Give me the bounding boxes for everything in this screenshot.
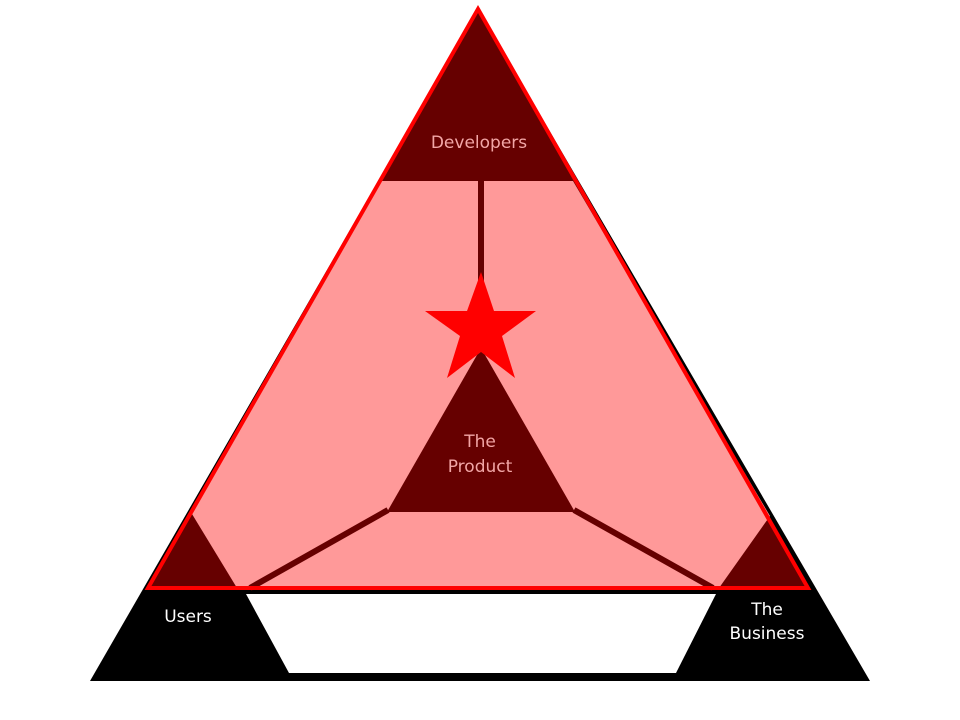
base-band bbox=[246, 594, 716, 673]
label-developers: Developers bbox=[431, 133, 527, 153]
product-triangle bbox=[387, 348, 575, 512]
highlight-border bbox=[144, 4, 812, 590]
label-business-line1: The bbox=[750, 600, 783, 620]
label-business-line2: Business bbox=[730, 624, 805, 644]
label-users: Users bbox=[164, 607, 212, 627]
label-product-line2: Product bbox=[448, 457, 513, 477]
star-icon bbox=[425, 272, 536, 378]
label-product-line1: The bbox=[463, 432, 496, 452]
connector-users bbox=[248, 507, 390, 591]
connector-business bbox=[572, 507, 715, 591]
